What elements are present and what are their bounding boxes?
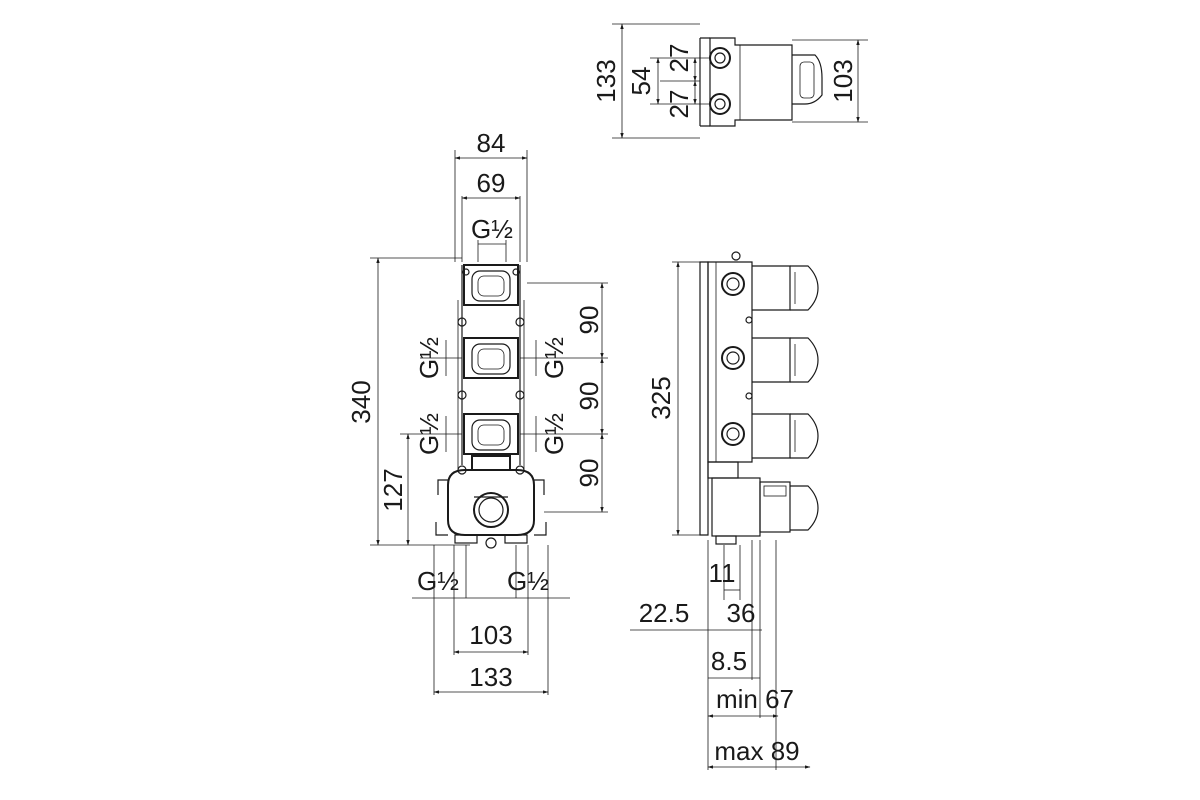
front-screws <box>457 268 525 475</box>
dim-front-340: 340 <box>346 380 376 423</box>
side-cartridge-2 <box>752 337 819 383</box>
dim-front-90-3: 90 <box>574 459 604 488</box>
top-view-knob-inner <box>799 61 815 99</box>
dim-front-69: 69 <box>477 168 506 198</box>
dim-front-84: 84 <box>477 128 506 158</box>
dim-front-133: 133 <box>469 662 512 692</box>
front-cartridge-2 <box>463 337 519 379</box>
dim-side-max-89: max 89 <box>714 736 799 766</box>
side-view: 325 11 22.5 36 8.5 min 67 max 89 <box>630 251 819 770</box>
dim-side-11: 11 <box>709 558 736 588</box>
front-mixer-body <box>435 455 547 549</box>
top-port-lower <box>709 93 731 115</box>
dim-front-90-1: 90 <box>574 306 604 335</box>
dim-top-133: 133 <box>591 59 621 102</box>
dim-front-103: 103 <box>469 620 512 650</box>
side-port-1 <box>721 272 745 296</box>
side-mixer <box>707 461 819 545</box>
dim-front-127: 127 <box>378 468 408 511</box>
top-view-flange <box>699 37 710 127</box>
dim-side-22-5: 22.5 <box>639 598 690 628</box>
dim-side-8-5: 8.5 <box>711 646 747 676</box>
side-view-body <box>707 261 753 463</box>
front-view-spine <box>461 265 521 465</box>
dim-side-325: 325 <box>646 376 676 419</box>
top-view-body-outline <box>709 37 793 127</box>
front-cartridge-1 <box>463 264 519 306</box>
dim-top-54: 54 <box>626 67 656 96</box>
top-port-upper <box>709 47 731 69</box>
top-view-knob <box>792 54 823 105</box>
dim-front-90-2: 90 <box>574 382 604 411</box>
thread-top: G½ <box>471 214 513 244</box>
front-cartridge-3 <box>463 413 519 455</box>
dim-side-min-67: min 67 <box>716 684 794 714</box>
dim-top-27-upper: 27 <box>664 44 694 73</box>
dim-top-103: 103 <box>828 59 858 102</box>
side-cartridge-3 <box>752 413 819 459</box>
front-view: G½ 69 84 G½ G½ G½ G½ 340 127 <box>346 128 608 695</box>
dim-side-36: 36 <box>727 598 756 628</box>
side-port-3 <box>721 422 745 446</box>
side-port-2 <box>721 346 745 370</box>
dim-top-27-lower: 27 <box>664 90 694 119</box>
thread-left-1: G½ <box>414 337 444 379</box>
thread-bottom-right: G½ <box>507 566 549 596</box>
thread-bottom-left: G½ <box>417 566 459 596</box>
side-cartridge-1 <box>752 265 819 311</box>
top-view: 133 54 27 27 103 <box>591 23 868 139</box>
